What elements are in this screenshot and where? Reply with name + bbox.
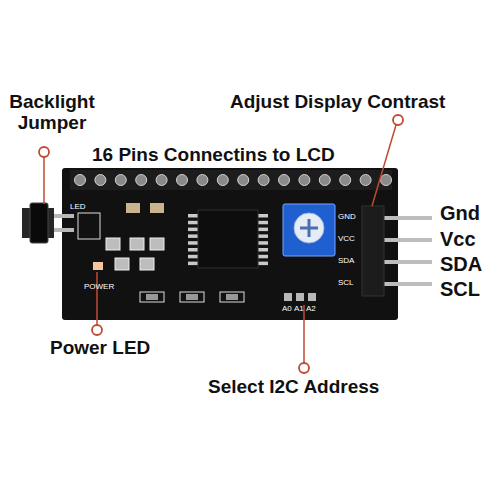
leader-line [96,272,98,325]
pin-name: Vcc [440,228,476,250]
leader-dots [39,115,403,373]
silkscreen-outline [140,292,164,302]
smd-part [186,294,198,300]
chip-pin [258,241,268,245]
leader-lines [44,125,396,363]
silkscreen-text: VCC [338,235,355,244]
chip-pin [258,228,268,232]
pot-dial [294,213,324,243]
chip-pin [188,221,198,225]
pin-header [70,170,392,190]
smd-capacitor [115,258,129,270]
header-pin [340,175,351,186]
header-pin [115,175,126,186]
silkscreen-text: LED [70,203,86,212]
chip-pin [258,221,268,225]
header-pin [360,175,371,186]
callout-label: Adjust Display Contrast [230,92,445,113]
leader-line [372,125,396,206]
smd-resistor [126,203,140,213]
header-pin [95,175,106,186]
header-pin [197,175,208,186]
chip-pin [258,262,268,266]
smd-part [226,294,238,300]
silkscreen-text: A1 [294,305,304,314]
smd-capacitor [150,238,164,250]
chip-pin [188,241,198,245]
callout-label: Backlight Jumper [0,92,104,134]
header-pin [279,175,290,186]
smd-capacitor [140,258,154,270]
callout-label: Select I2C Address [208,377,379,398]
chip-pin [258,234,268,238]
header-pin [136,175,147,186]
smd-capacitor [130,238,144,250]
silkscreen-text: GND [338,213,356,222]
header-pin [381,175,392,186]
header-pin [299,175,310,186]
leader-dot [299,363,309,373]
pin-name: Gnd [440,202,480,224]
header-pin [217,175,228,186]
header-pin [238,175,249,186]
chip-pin [258,214,268,218]
chip-pin [188,248,198,252]
header-pin [75,175,86,186]
callout-label: Power LED [50,338,150,359]
jumper-cap [30,203,48,243]
chip-pin [188,234,198,238]
leader-line [303,305,305,363]
leader-dot [92,325,102,335]
address-pad [296,293,304,301]
pin-name: SDA [440,253,482,275]
header-pin [319,175,330,186]
silkscreen-outline [78,213,100,239]
leader-line [43,157,45,204]
header-pins [75,175,392,186]
silkscreen-outline [220,292,244,302]
power-led [93,262,103,270]
pot-slot [308,219,311,237]
address-pad [284,293,292,301]
pin-name: SCL [440,278,480,300]
leader-dot [39,147,49,157]
silkscreen-text: POWER [84,283,114,292]
address-pad [308,293,316,301]
silkscreen-text: SDA [338,257,354,266]
silkscreen-text: A0 [282,305,292,314]
silkscreen-text: SCL [338,279,354,288]
silkscreen-outline [180,292,204,302]
pin-header [362,206,384,296]
chip-pin [258,255,268,258]
chip-pin [258,248,268,252]
smd-resistor [150,203,164,213]
callout-label: 16 Pins Connectins to LCD [92,145,335,166]
chip-pin [188,214,198,218]
pcb-board [62,168,398,320]
header-pin [258,175,269,186]
chip-pin [188,228,198,232]
silkscreen-text: A2 [306,305,316,314]
header-pin [177,175,188,186]
chip-pin [188,262,198,266]
smd-capacitor [106,238,120,250]
ic-chip [198,210,258,268]
header-pin [156,175,167,186]
leader-dot [393,115,403,125]
smd-part [146,294,158,300]
potentiometer [283,204,335,256]
chip-pin [188,255,198,258]
